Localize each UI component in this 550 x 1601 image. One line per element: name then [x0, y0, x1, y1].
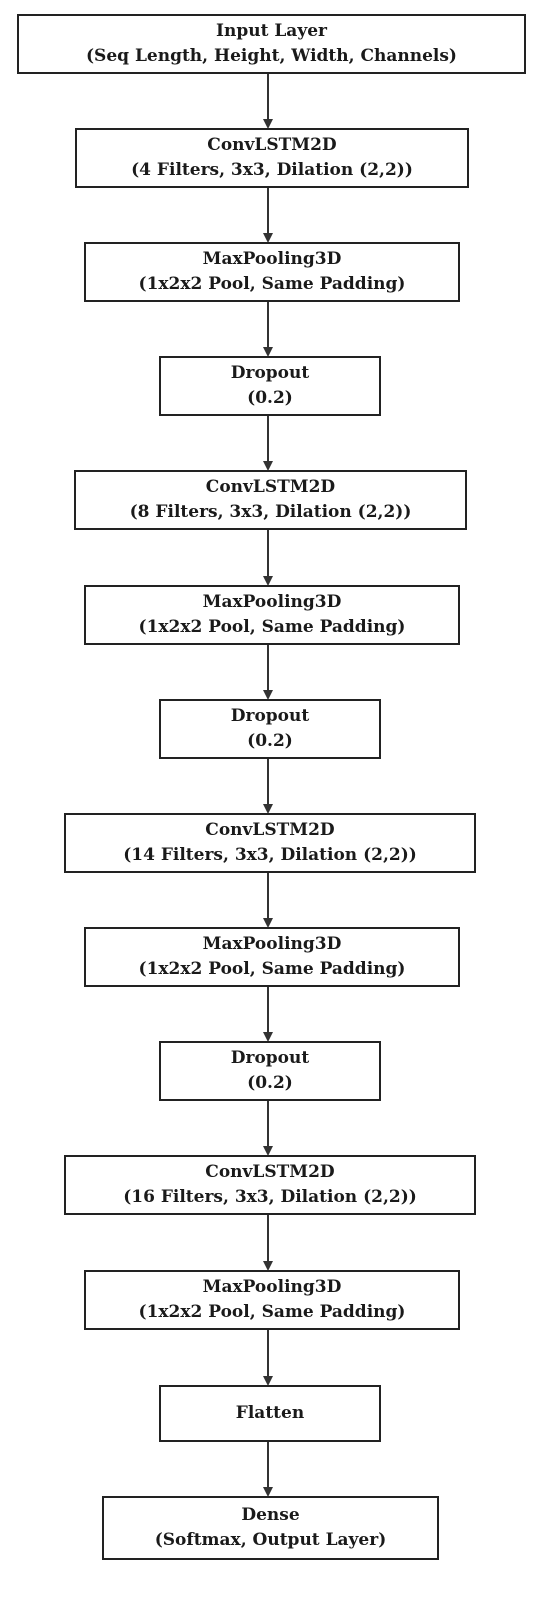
node-dropout-2: Dropout (0.2) — [159, 699, 381, 759]
node-convlstm2d-2: ConvLSTM2D (8 Filters, 3x3, Dilation (2,… — [74, 470, 467, 530]
node-subtitle: (8 Filters, 3x3, Dilation (2,2)) — [129, 502, 412, 522]
node-dense: Dense (Softmax, Output Layer) — [102, 1496, 439, 1560]
node-subtitle: (0.2) — [247, 731, 293, 751]
node-convlstm2d-1: ConvLSTM2D (4 Filters, 3x3, Dilation (2,… — [75, 128, 469, 188]
node-dropout-1: Dropout (0.2) — [159, 356, 381, 416]
node-subtitle: (1x2x2 Pool, Same Padding) — [138, 1302, 406, 1322]
node-convlstm2d-4: ConvLSTM2D (16 Filters, 3x3, Dilation (2… — [64, 1155, 476, 1215]
node-maxpooling3d-3: MaxPooling3D (1x2x2 Pool, Same Padding) — [84, 927, 460, 987]
node-subtitle: (Seq Length, Height, Width, Channels) — [86, 46, 457, 66]
node-maxpooling3d-2: MaxPooling3D (1x2x2 Pool, Same Padding) — [84, 585, 460, 645]
node-title: MaxPooling3D — [202, 934, 342, 954]
node-input-layer: Input Layer (Seq Length, Height, Width, … — [17, 14, 526, 74]
node-title: MaxPooling3D — [202, 1277, 342, 1297]
node-subtitle: (1x2x2 Pool, Same Padding) — [138, 959, 406, 979]
node-subtitle: (0.2) — [247, 388, 293, 408]
node-title: ConvLSTM2D — [207, 135, 337, 155]
node-subtitle: (16 Filters, 3x3, Dilation (2,2)) — [123, 1187, 417, 1207]
node-maxpooling3d-1: MaxPooling3D (1x2x2 Pool, Same Padding) — [84, 242, 460, 302]
node-title: Flatten — [235, 1403, 305, 1423]
node-subtitle: (14 Filters, 3x3, Dilation (2,2)) — [123, 845, 417, 865]
node-subtitle: (1x2x2 Pool, Same Padding) — [138, 274, 406, 294]
node-title: Dropout — [230, 363, 310, 383]
node-convlstm2d-3: ConvLSTM2D (14 Filters, 3x3, Dilation (2… — [64, 813, 476, 873]
node-flatten: Flatten — [159, 1385, 381, 1442]
node-title: MaxPooling3D — [202, 592, 342, 612]
node-dropout-3: Dropout (0.2) — [159, 1041, 381, 1101]
node-subtitle: (Softmax, Output Layer) — [154, 1530, 387, 1550]
node-title: Dropout — [230, 706, 310, 726]
node-title: Input Layer — [216, 21, 327, 41]
node-maxpooling3d-4: MaxPooling3D (1x2x2 Pool, Same Padding) — [84, 1270, 460, 1330]
node-title: Dense — [241, 1505, 300, 1525]
node-title: Dropout — [230, 1048, 310, 1068]
node-title: ConvLSTM2D — [205, 477, 336, 497]
node-title: ConvLSTM2D — [205, 1162, 335, 1182]
node-subtitle: (4 Filters, 3x3, Dilation (2,2)) — [131, 160, 413, 180]
node-subtitle: (1x2x2 Pool, Same Padding) — [138, 617, 406, 637]
node-title: ConvLSTM2D — [205, 820, 335, 840]
node-title: MaxPooling3D — [202, 249, 342, 269]
node-subtitle: (0.2) — [247, 1073, 293, 1093]
